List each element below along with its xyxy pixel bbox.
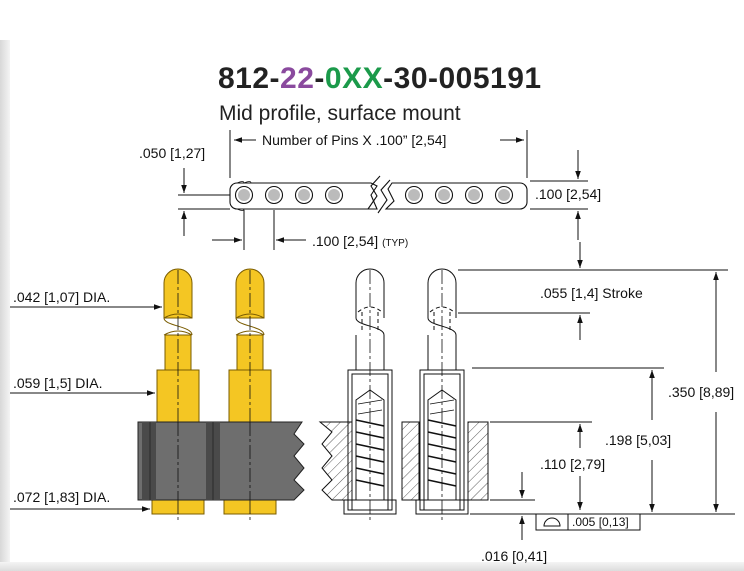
dim-strip-height <box>530 150 588 240</box>
label-overall-height: .350 [8,89] <box>668 384 735 400</box>
left-edge-shade <box>0 40 10 571</box>
dim-mid-height <box>472 367 664 512</box>
flatness-frame <box>535 513 641 531</box>
title-dash: - <box>314 62 325 95</box>
title-prefix: 812- <box>218 62 281 95</box>
leader-lines <box>10 304 162 512</box>
dim-pin-count <box>229 130 528 178</box>
strip-outline-right <box>384 182 528 210</box>
bottom-edge-shade <box>0 562 744 571</box>
top-view-strip <box>229 175 528 214</box>
label-head-offset: .050 [1,27] <box>139 145 206 161</box>
label-body-dia: .059 [1,5] DIA. <box>13 375 103 391</box>
gold-pin-2 <box>223 268 277 522</box>
insulator-body <box>137 421 305 501</box>
label-pitch-value: .100 [2,54] <box>312 233 379 249</box>
title-pin-count: 0XX <box>324 62 384 95</box>
label-pin-count: Number of Pins X .100” [2,54] <box>262 132 447 148</box>
dim-head-offset <box>178 168 230 236</box>
section-pin-1 <box>343 268 397 522</box>
dim-pitch <box>212 210 306 250</box>
title-pin-rows: 22 <box>280 62 315 95</box>
strip-holes <box>234 185 514 205</box>
subtitle: Mid profile, surface mount <box>219 102 461 125</box>
label-stroke: .055 [1,4] Stroke <box>540 285 643 301</box>
label-strip-height: .100 [2,54] <box>535 186 602 202</box>
part-number-title: 812-22-0XX-30-005191 <box>218 62 542 96</box>
label-pitch-typ: (TYP) <box>382 238 409 249</box>
label-coplanarity: .005 [0,13] <box>572 515 629 529</box>
label-tip-dia: .042 [1,07] DIA. <box>13 289 111 305</box>
label-low-height: .110 [2,79] <box>540 456 606 472</box>
section-insulator <box>318 421 489 501</box>
gold-pin-1 <box>151 268 205 522</box>
dim-stroke <box>458 242 728 340</box>
title-suffix: -30-005191 <box>383 62 542 95</box>
label-pitch: .100 [2,54] (TYP) <box>312 233 408 252</box>
label-base-dia: .072 [1,83] DIA. <box>13 489 111 505</box>
section-pin-2 <box>415 268 469 522</box>
label-standoff: .016 [0,41] <box>481 548 548 564</box>
strip-break-lines <box>367 175 391 214</box>
strip-scallops <box>236 181 252 211</box>
label-mid-height: .198 [5,03] <box>605 432 672 448</box>
dim-low-height <box>490 421 592 510</box>
